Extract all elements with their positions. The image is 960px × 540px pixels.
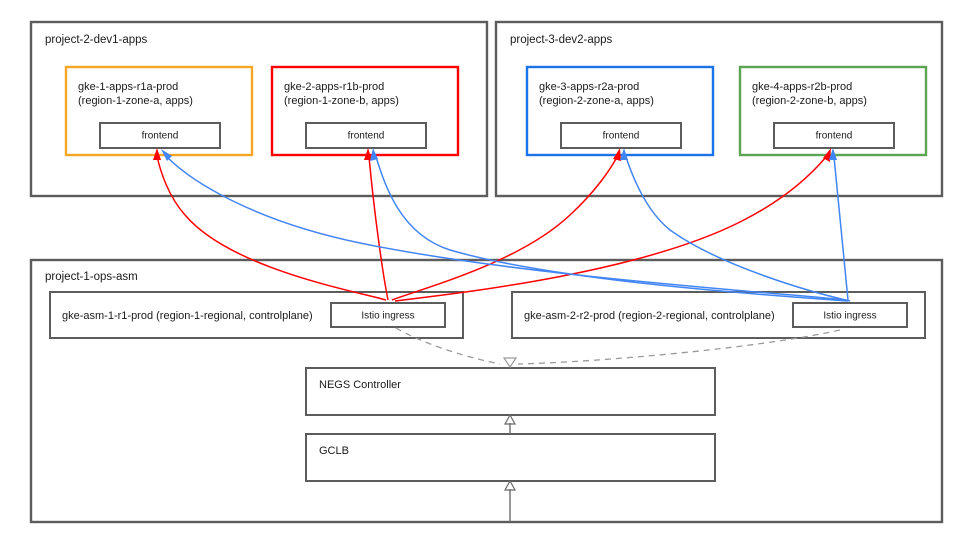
cluster-gke-1-meta: (region-1-zone-a, apps)	[78, 95, 193, 107]
edge-asm2-to-gke4-arrowhead	[829, 148, 837, 160]
asm-cluster-1[interactable]: gke-asm-1-r1-prod (region-1-regional, co…	[49, 291, 464, 339]
edges-asm2-blue	[161, 148, 851, 302]
gclb-label: GCLB	[319, 445, 349, 457]
edge-asm1-to-gke3-arrowhead	[613, 148, 621, 161]
cluster-gke-4[interactable]: gke-4-apps-r2b-prod (region-2-zone-b, ap…	[738, 65, 928, 157]
edges-ingress-to-negs	[395, 327, 841, 369]
gke-2-frontend-label: frontend	[348, 131, 385, 142]
edge-asm2-to-negs	[517, 329, 841, 365]
asm-1-istio-ingress-box[interactable]	[330, 302, 446, 328]
gke-4-frontend-label: frontend	[816, 131, 853, 142]
edge-asm2-to-gke4	[833, 156, 849, 301]
edge-external-to-gclb-arrowhead	[503, 479, 517, 491]
cluster-gke-3-name: gke-3-apps-r2a-prod	[539, 81, 639, 93]
edge-asm2-to-gke3-arrowhead	[620, 148, 628, 160]
asm-2-istio-ingress-label: Istio ingress	[823, 311, 876, 322]
edge-asm1-to-gke3	[391, 156, 618, 301]
edge-asm2-to-gke2	[375, 156, 849, 302]
asm-cluster-2[interactable]: gke-asm-2-r2-prod (region-2-regional, co…	[511, 291, 926, 339]
gclb[interactable]: GCLB	[305, 433, 716, 482]
cluster-gke-2[interactable]: gke-2-apps-r1b-prod (region-1-zone-b, ap…	[270, 65, 460, 157]
gke-3-frontend-label: frontend	[603, 131, 640, 142]
project-ops-label: project-1-ops-asm	[45, 271, 138, 283]
project-dev1-label: project-2-dev1-apps	[45, 34, 148, 46]
edge-asm2-to-gke3	[625, 156, 851, 302]
cluster-gke-2-meta: (region-1-zone-b, apps)	[284, 95, 399, 107]
gke-4-frontend-box[interactable]	[773, 122, 895, 149]
cluster-gke-1-name: gke-1-apps-r1a-prod	[78, 81, 178, 93]
gclb-box	[305, 433, 716, 482]
asm-cluster-2-label: gke-asm-2-r2-prod (region-2-regional, co…	[524, 310, 775, 322]
edges-asm1-red	[153, 148, 831, 302]
cluster-gke-4-meta: (region-2-zone-b, apps)	[752, 95, 867, 107]
gke-1-frontend-label: frontend	[142, 131, 179, 142]
negs-controller-label: NEGS Controller	[319, 379, 401, 391]
edge-asm1-to-gke4-arrowhead	[823, 148, 831, 162]
edge-to-negs-arrowhead	[502, 357, 518, 369]
cluster-gke-2-name: gke-2-apps-r1b-prod	[284, 81, 384, 93]
edge-asm2-to-gke1-arrowhead	[161, 149, 172, 161]
edge-asm1-to-gke1	[156, 155, 387, 301]
edge-asm1-to-gke2	[368, 156, 389, 301]
project-dev2-label: project-3-dev2-apps	[510, 34, 613, 46]
edge-asm1-to-gke2-arrowhead	[364, 148, 372, 160]
cluster-gke-4-name: gke-4-apps-r2b-prod	[752, 81, 852, 93]
cluster-gke-3-meta: (region-2-zone-a, apps)	[539, 95, 654, 107]
edge-asm2-to-gke1	[166, 156, 847, 301]
edges-gclb	[503, 413, 517, 522]
asm-1-istio-ingress-label: Istio ingress	[361, 311, 414, 322]
edge-asm1-to-gke4	[394, 156, 827, 302]
edge-gclb-to-negs-arrowhead	[503, 413, 517, 425]
edge-asm2-to-gke2-arrowhead	[370, 148, 378, 161]
gke-2-frontend-box[interactable]	[305, 122, 427, 149]
gke-1-frontend-box[interactable]	[99, 122, 221, 149]
cluster-gke-3[interactable]: gke-3-apps-r2a-prod (region-2-zone-a, ap…	[525, 65, 715, 157]
negs-controller[interactable]: NEGS Controller	[305, 367, 716, 416]
negs-controller-box	[305, 367, 716, 416]
gke-3-frontend-box[interactable]	[560, 122, 682, 149]
asm-cluster-1-label: gke-asm-1-r1-prod (region-1-regional, co…	[62, 310, 313, 322]
asm-2-istio-ingress-box[interactable]	[792, 302, 908, 328]
edge-asm1-to-gke1-arrowhead	[153, 148, 161, 160]
cluster-gke-1[interactable]: gke-1-apps-r1a-prod (region-1-zone-a, ap…	[64, 65, 254, 157]
